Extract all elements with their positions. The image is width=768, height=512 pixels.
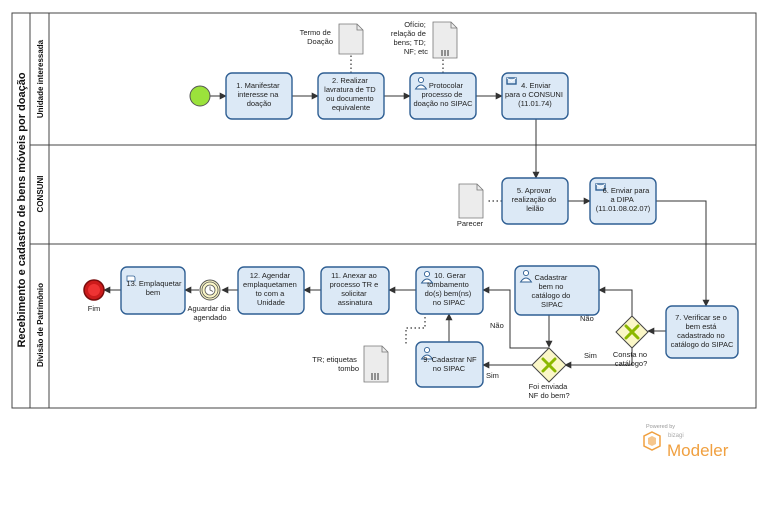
flow-6-to-7 [656,200,710,307]
task-4-enviar-consuni[interactable]: 4. Enviar para o CONSUNI (11.01.74) [501,72,569,120]
doc-termo-doacao[interactable]: Termo de Doação [300,23,364,55]
sequence-flows [103,92,710,369]
svg-text:9. Cadastrar NF no SIPAC: 9. Cadastrar NF no SIPAC [423,355,478,373]
timer-event[interactable]: Aguardar dia agendado [187,279,232,322]
lane-label-patrimonio: Divisão de Patrimônio [36,283,45,367]
task-6-enviar-dipa[interactable]: 6. Enviar para a DIPA (11.01.08.02.07) [589,177,657,225]
label-sim-catalogo: Sim [584,351,597,360]
bizagi-watermark: Powered by bizagi Modeler [643,424,729,460]
task-8-cadastrar-catalogo[interactable]: Cadastrar bem no catálogo do SIPAC [514,265,600,316]
svg-text:4. Enviar para o CONSUNI: 4. Enviar para o CONSUNI (11.01.74) [505,81,565,108]
svg-text:7. Verificar se o bem es: 7. Verificar se o bem está cadastrado no… [671,313,734,349]
task-2-lavratura[interactable]: 2. Realizar lavratura de TD ou documento… [317,72,385,120]
svg-text:Parecer: Parecer [457,219,484,228]
svg-text:11. Anexar ao processo T: 11. Anexar ao processo TR e solicitar as… [330,271,381,307]
manual-task-icon [126,275,136,282]
associations [350,54,502,345]
svg-text:Cadastrar bem no c: Cadastrar bem no catálogo do SIPAC [532,273,573,309]
svg-text:Protocolar processo de: Protocolar processo de doação no SIPAC [413,81,473,108]
task-11-anexar[interactable]: 11. Anexar ao processo TR e solicitar as… [320,266,390,315]
svg-text:Modeler: Modeler [667,441,729,460]
clock-icon [204,284,216,296]
label-sim-nf: Sim [486,371,499,380]
flow-gw2-nao-to-10 [482,286,549,349]
flow-gw1-sim-to-gw2 [564,347,633,369]
user-task-icon [420,270,434,284]
send-task-icon [506,77,517,85]
collection-marker-icon [441,50,449,56]
doc-oficio[interactable]: Ofício; relação de bens; TD; NF; etc [391,20,458,59]
label-nao-nf: Não [490,321,504,330]
collection-marker-icon [371,373,379,380]
task-1-manifestar[interactable]: 1. Manifestar interesse na doação [225,72,293,120]
svg-text:Ofício; relação de: Ofício; relação de bens; TD; NF; etc [391,20,428,56]
lane-label-unidade: Unidade interessada [36,39,45,118]
bizagi-logo-icon [643,431,661,451]
svg-text:2. Realizar lavratura de: 2. Realizar lavratura de TD ou documento… [324,76,378,112]
svg-text:Aguardar dia agendado: Aguardar dia agendado [187,304,232,322]
svg-text:Foi enviada NF do bem?: Foi enviada NF do bem? [528,382,569,400]
svg-text:6. Enviar para a DIPA: 6. Enviar para a DIPA (11.01.08.02.07) [596,186,652,213]
svg-text:Consta no catálogo?: Consta no catálogo? [613,350,649,368]
svg-text:TR; etiquetas tombo: TR; etiquetas tombo [312,355,359,373]
svg-text:12. Agendar emplaquetame: 12. Agendar emplaquetamen to com a Unida… [243,271,299,307]
pool-title: Recebimento e cadastro de bens móveis po… [16,72,28,347]
lane-label-consuni: CONSUNI [36,176,45,213]
task-9-cadastrar-nf[interactable]: 9. Cadastrar NF no SIPAC [415,341,484,388]
svg-text:Powered by: Powered by [646,424,675,430]
user-task-icon [420,346,434,360]
svg-text:bizagi: bizagi [668,433,684,439]
end-event[interactable]: Fim [83,279,105,313]
task-5-aprovar[interactable]: 5. Aprovar realização do leilão [501,177,569,225]
gateway-nf-enviada[interactable]: Foi enviada NF do bem? [528,347,570,400]
start-event[interactable] [189,85,211,107]
task-7-verificar[interactable]: 7. Verificar se o bem está cadastrado no… [665,305,739,359]
svg-text:1. Manifestar interesse: 1. Manifestar interesse na doação [236,81,281,108]
task-12-agendar[interactable]: 12. Agendar emplaquetamen to com a Unida… [237,266,305,315]
user-task-icon [519,269,533,283]
svg-text:5. Aprovar realização do: 5. Aprovar realização do leilão [512,186,559,213]
gateway-consta-catalogo[interactable]: Consta no catálogo? [613,315,649,368]
send-task-icon [595,183,606,191]
svg-text:Fim: Fim [88,304,101,313]
task-10-gerar-tombamento[interactable]: 10. Gerar tombamento do(s) bem(ns) no SI… [415,266,484,315]
doc-tr-etiquetas[interactable]: TR; etiquetas tombo [312,345,389,383]
user-task-icon [414,76,428,90]
assoc-10-tr [405,313,426,345]
svg-text:Termo de Doação: Termo de Doação [300,28,333,46]
svg-text:10. Gerar tombamento: 10. Gerar tombamento do(s) bem(ns) no SI… [425,271,474,307]
flow-gw1-nao-to-8 [598,286,633,316]
svg-text:13. Emplaquetar bem: 13. Emplaquetar bem [126,279,183,297]
doc-parecer[interactable]: Parecer [457,183,484,228]
task-3-protocolar[interactable]: Protocolar processo de doação no SIPAC [409,72,477,120]
task-13-emplaquetar[interactable]: 13. Emplaquetar bem [120,266,186,315]
label-nao-catalogo: Não [580,314,594,323]
